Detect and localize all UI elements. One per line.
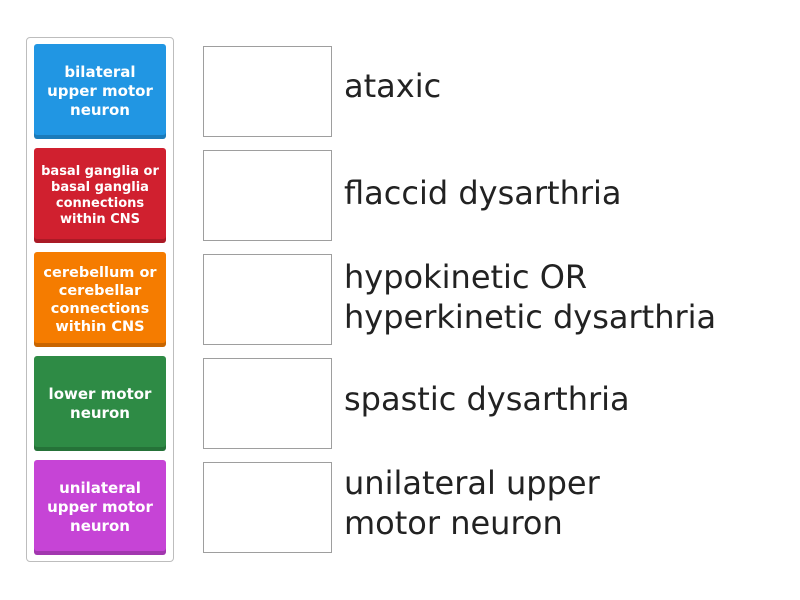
drop-slot-flaccid-dysarthria[interactable] xyxy=(203,150,332,241)
draggable-tile-basal-ganglia[interactable]: basal ganglia or basal ganglia connectio… xyxy=(34,148,166,243)
draggable-tile-lower-motor-neuron[interactable]: lower motor neuron xyxy=(34,356,166,451)
draggable-tile-unilateral-upper-motor-neuron[interactable]: unilateral upper motor neuron xyxy=(34,460,166,555)
tile-label: cerebellum or cerebellar connections wit… xyxy=(43,264,157,335)
drop-slot-unilateral-upper-motor-neuron[interactable] xyxy=(203,462,332,553)
target-label-ataxic: ataxic xyxy=(344,40,784,131)
tile-label: bilateral upper motor neuron xyxy=(47,63,153,119)
tile-label: basal ganglia or basal ganglia connectio… xyxy=(41,163,159,227)
target-label-line: motor neuron xyxy=(344,503,563,542)
target-label-spastic-dysarthria: spastic dysarthria xyxy=(344,353,784,444)
target-label-line: ataxic xyxy=(344,66,442,105)
target-label-line: hypokinetic OR xyxy=(344,257,588,296)
target-label-line: hyperkinetic dysarthria xyxy=(344,297,717,336)
tile-label: unilateral upper motor neuron xyxy=(47,479,153,535)
target-label-unilateral-upper-motor-neuron: unilateral upper motor neuron xyxy=(344,457,784,548)
drop-slot-hypokinetic-hyperkinetic[interactable] xyxy=(203,254,332,345)
target-label-hypokinetic-hyperkinetic: hypokinetic OR hyperkinetic dysarthria xyxy=(344,251,784,342)
draggable-tile-cerebellum[interactable]: cerebellum or cerebellar connections wit… xyxy=(34,252,166,347)
draggable-tile-bilateral-upper-motor-neuron[interactable]: bilateral upper motor neuron xyxy=(34,44,166,139)
drop-slot-ataxic[interactable] xyxy=(203,46,332,137)
tile-label: lower motor neuron xyxy=(48,384,152,422)
target-label-line: spastic dysarthria xyxy=(344,379,630,418)
target-label-line: flaccid dysarthria xyxy=(344,173,622,212)
drop-slot-spastic-dysarthria[interactable] xyxy=(203,358,332,449)
target-label-flaccid-dysarthria: flaccid dysarthria xyxy=(344,147,784,238)
target-label-line: unilateral upper xyxy=(344,463,600,502)
